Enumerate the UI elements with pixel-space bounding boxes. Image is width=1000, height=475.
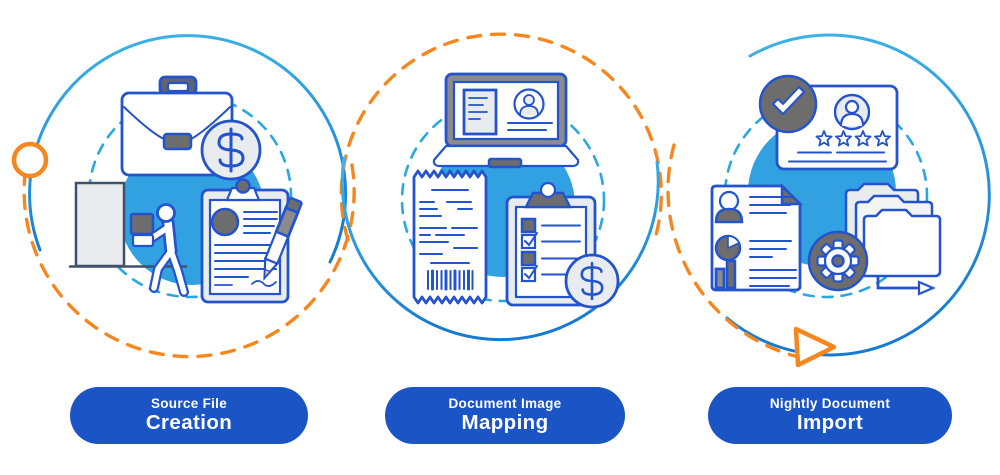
step-2-label-line1: Document Image bbox=[448, 395, 562, 411]
box-icon bbox=[68, 181, 188, 268]
flow-arrow-icon bbox=[876, 276, 936, 296]
step-3-label-pill: Nightly Document Import bbox=[708, 387, 952, 444]
step-2-label-pill: Document Image Mapping bbox=[385, 387, 625, 444]
step-1-label-pill: Source File Creation bbox=[70, 387, 308, 444]
step-3-label-line1: Nightly Document bbox=[769, 395, 891, 411]
step-2-label-line2: Mapping bbox=[461, 411, 549, 435]
gear-icon bbox=[807, 230, 869, 292]
barcode-icon bbox=[427, 269, 474, 291]
money-coin-icon bbox=[564, 253, 620, 309]
bar-chart-icon bbox=[714, 259, 737, 290]
package-square-icon bbox=[129, 212, 155, 236]
step-2-illustration bbox=[339, 32, 663, 342]
walking-person-icon bbox=[131, 203, 189, 297]
step-1-illustration bbox=[11, 34, 356, 359]
resume-icon bbox=[710, 182, 804, 292]
pie-chart-icon bbox=[714, 234, 742, 262]
step-1-label-line2: Creation bbox=[145, 411, 233, 435]
laptop-icon bbox=[432, 72, 580, 169]
receipt-icon bbox=[412, 169, 488, 305]
step-3-illustration bbox=[666, 33, 991, 368]
pen-icon bbox=[263, 196, 303, 281]
money-coin-icon bbox=[200, 119, 262, 181]
document-thumbnail-icon bbox=[462, 88, 498, 136]
folders-icon bbox=[844, 182, 942, 278]
checklist-clipboard-icon bbox=[505, 181, 597, 307]
play-triangle-icon bbox=[793, 326, 837, 368]
profile-avatar-icon bbox=[513, 88, 545, 120]
avatar-icon bbox=[833, 93, 871, 131]
step-1-label-line1: Source File bbox=[150, 395, 228, 411]
step-3-label-line2: Import bbox=[796, 411, 864, 435]
orange-marker-icon bbox=[11, 141, 49, 179]
check-badge-icon bbox=[758, 74, 818, 134]
